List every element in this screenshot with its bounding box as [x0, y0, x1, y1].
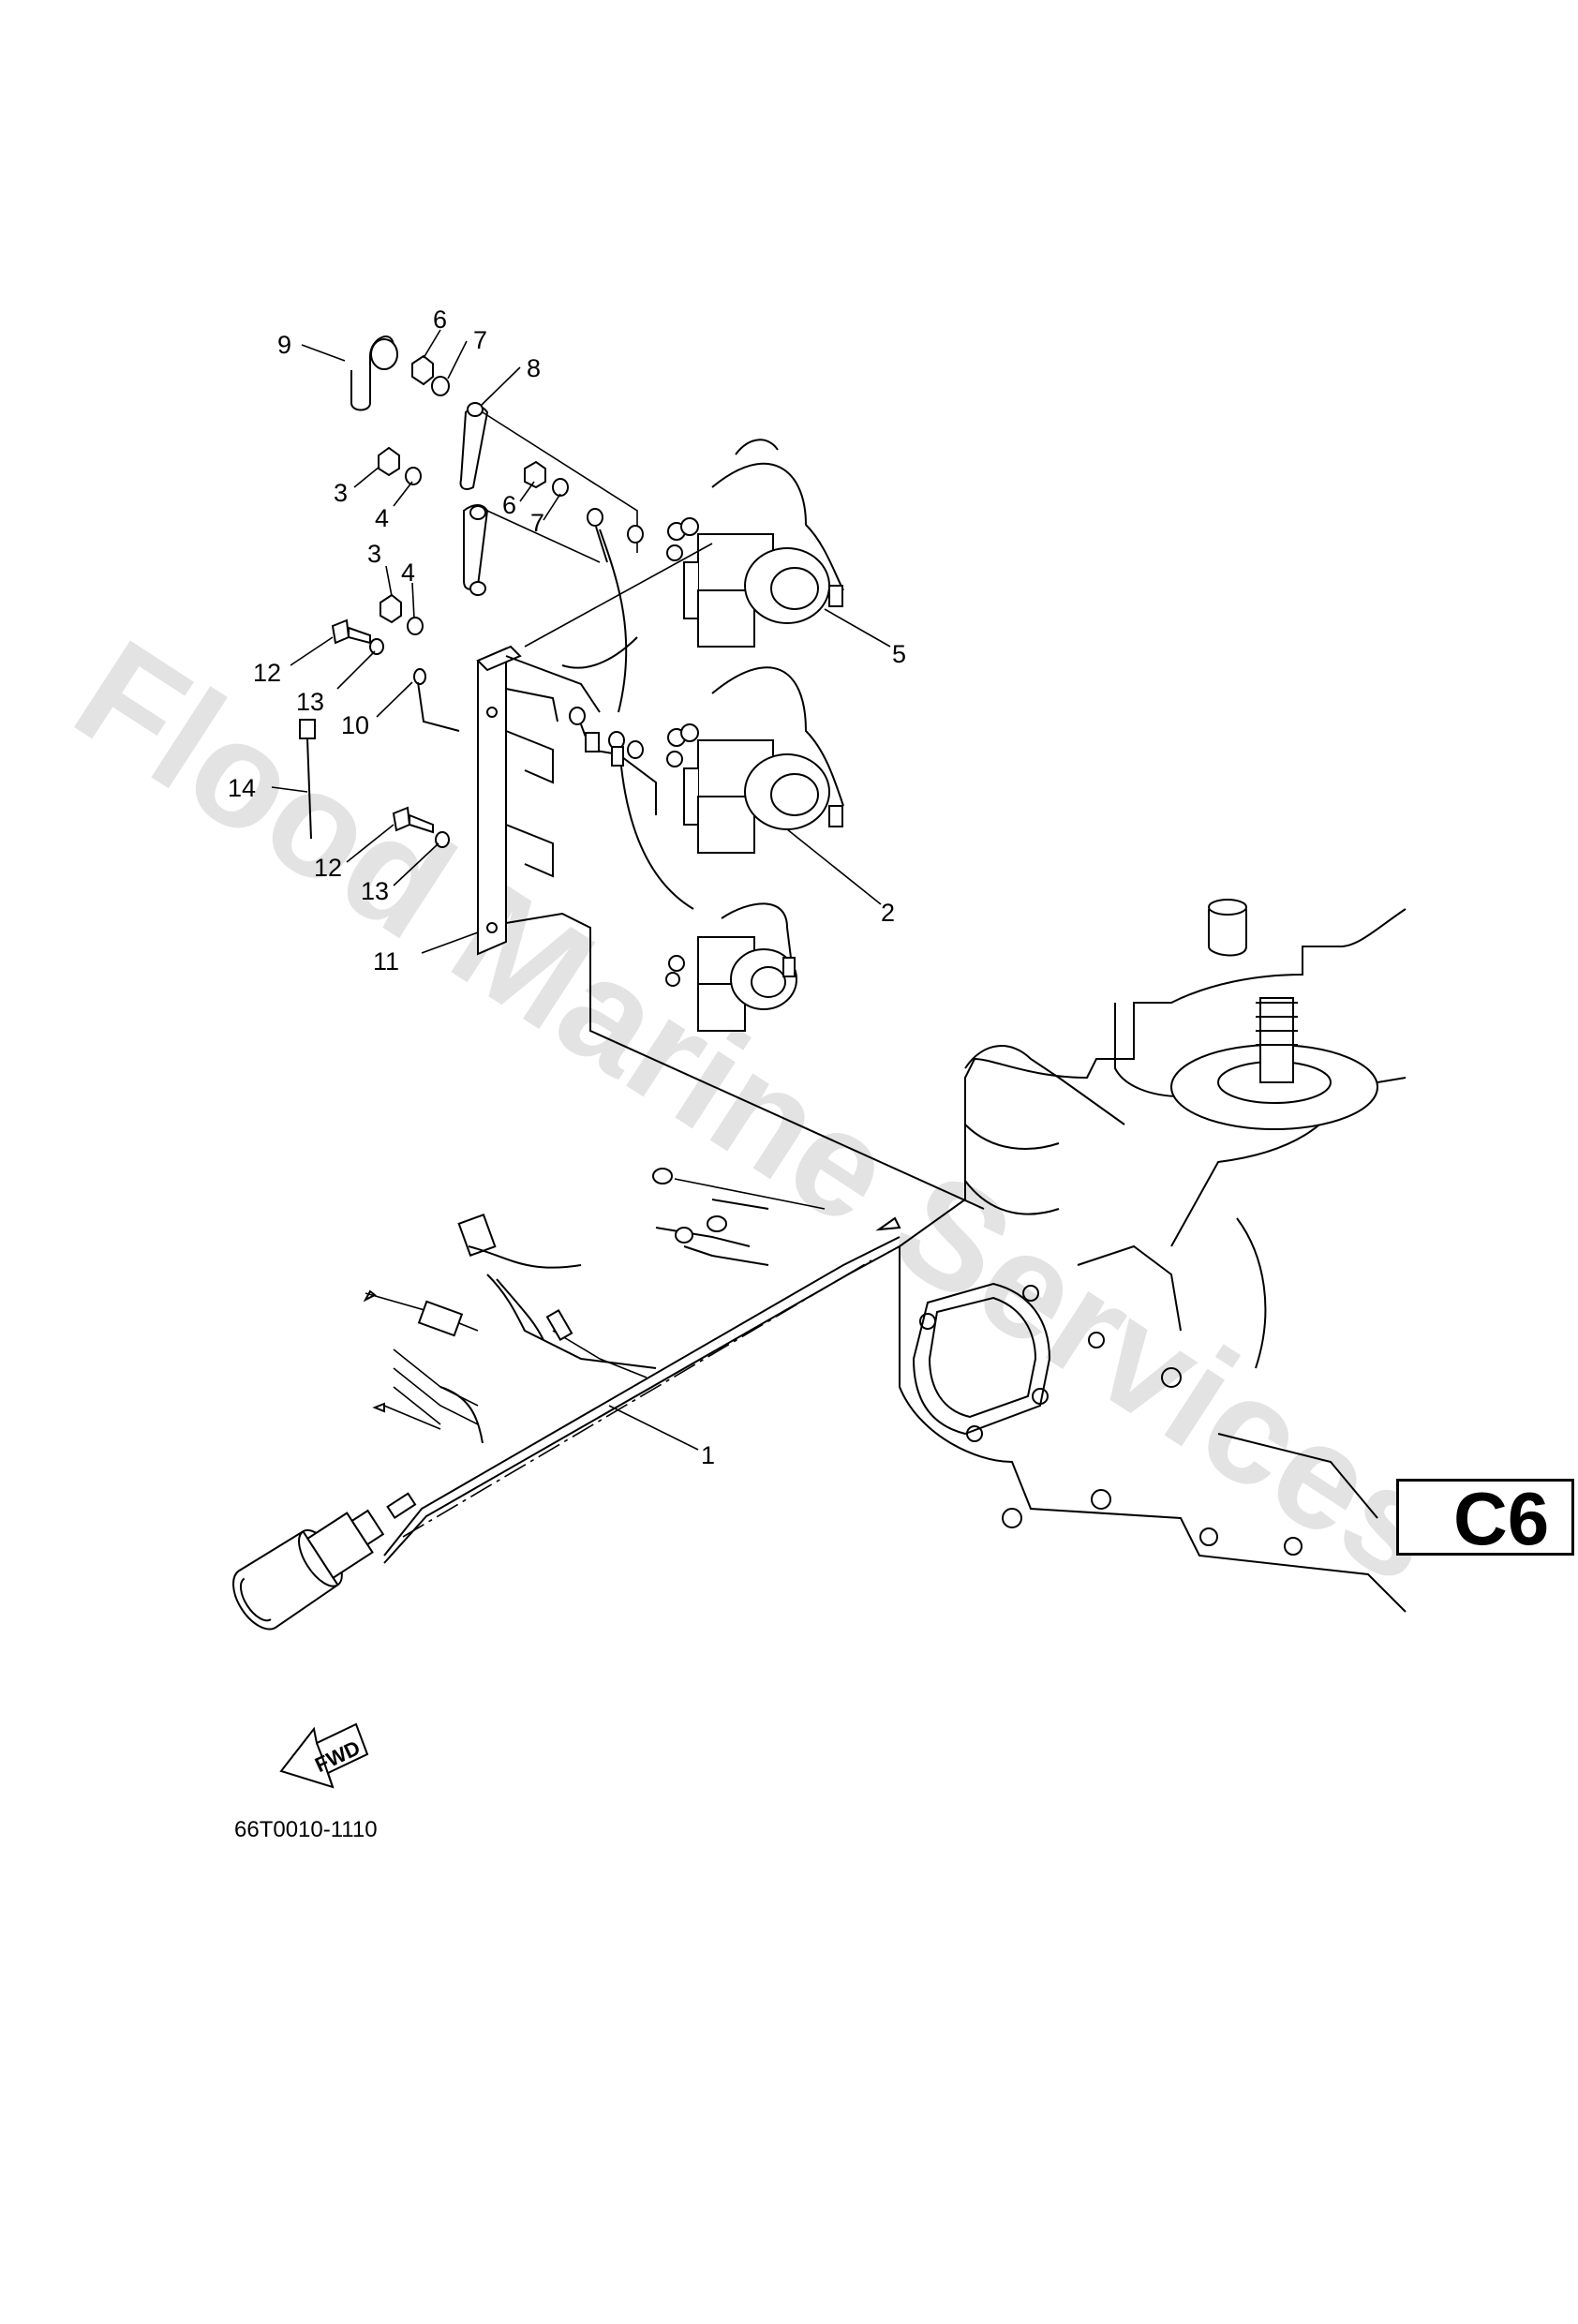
callout-12-repeat: 12: [314, 854, 342, 882]
callout-8: 8: [527, 354, 541, 382]
callout-6: 6: [433, 305, 447, 334]
callout-7: 7: [473, 326, 487, 354]
callout-1: 1: [701, 1441, 715, 1469]
wire-harness: [232, 1168, 901, 1631]
callout-14: 14: [228, 774, 256, 802]
callout-12: 12: [253, 659, 281, 687]
page-code-box: C6: [1396, 1479, 1574, 1556]
callout-11: 11: [373, 947, 399, 976]
coil-5: [666, 439, 844, 648]
engine-block: [899, 899, 1407, 1613]
callout-7-repeat: 7: [530, 509, 544, 537]
callout-6-repeat: 6: [502, 491, 516, 519]
coil-2: [666, 666, 844, 854]
callout-13: 13: [296, 688, 324, 716]
callout-4-repeat: 4: [401, 559, 415, 587]
fwd-arrow-icon: FWD: [279, 1722, 369, 1789]
callout-10: 10: [341, 711, 369, 739]
callout-3-repeat: 3: [367, 540, 381, 568]
callout-9: 9: [277, 331, 291, 359]
drawing-code: 66T0010-1110: [234, 1817, 378, 1842]
hardware: [299, 335, 713, 910]
leader-lines: [271, 329, 891, 1451]
mount-bracket: [476, 645, 985, 1210]
callout-5: 5: [892, 640, 906, 668]
callout-3: 3: [334, 479, 348, 507]
callout-4: 4: [375, 504, 389, 532]
page-code-label: C6: [1453, 1479, 1550, 1556]
callout-labels: 1 2 3 4 5 6 7 8 9 10 11 12 13 14 6 7 3 4…: [228, 305, 906, 1469]
callout-2: 2: [881, 899, 895, 927]
coil-lower: [665, 902, 797, 1032]
callout-13-repeat: 13: [361, 877, 389, 905]
